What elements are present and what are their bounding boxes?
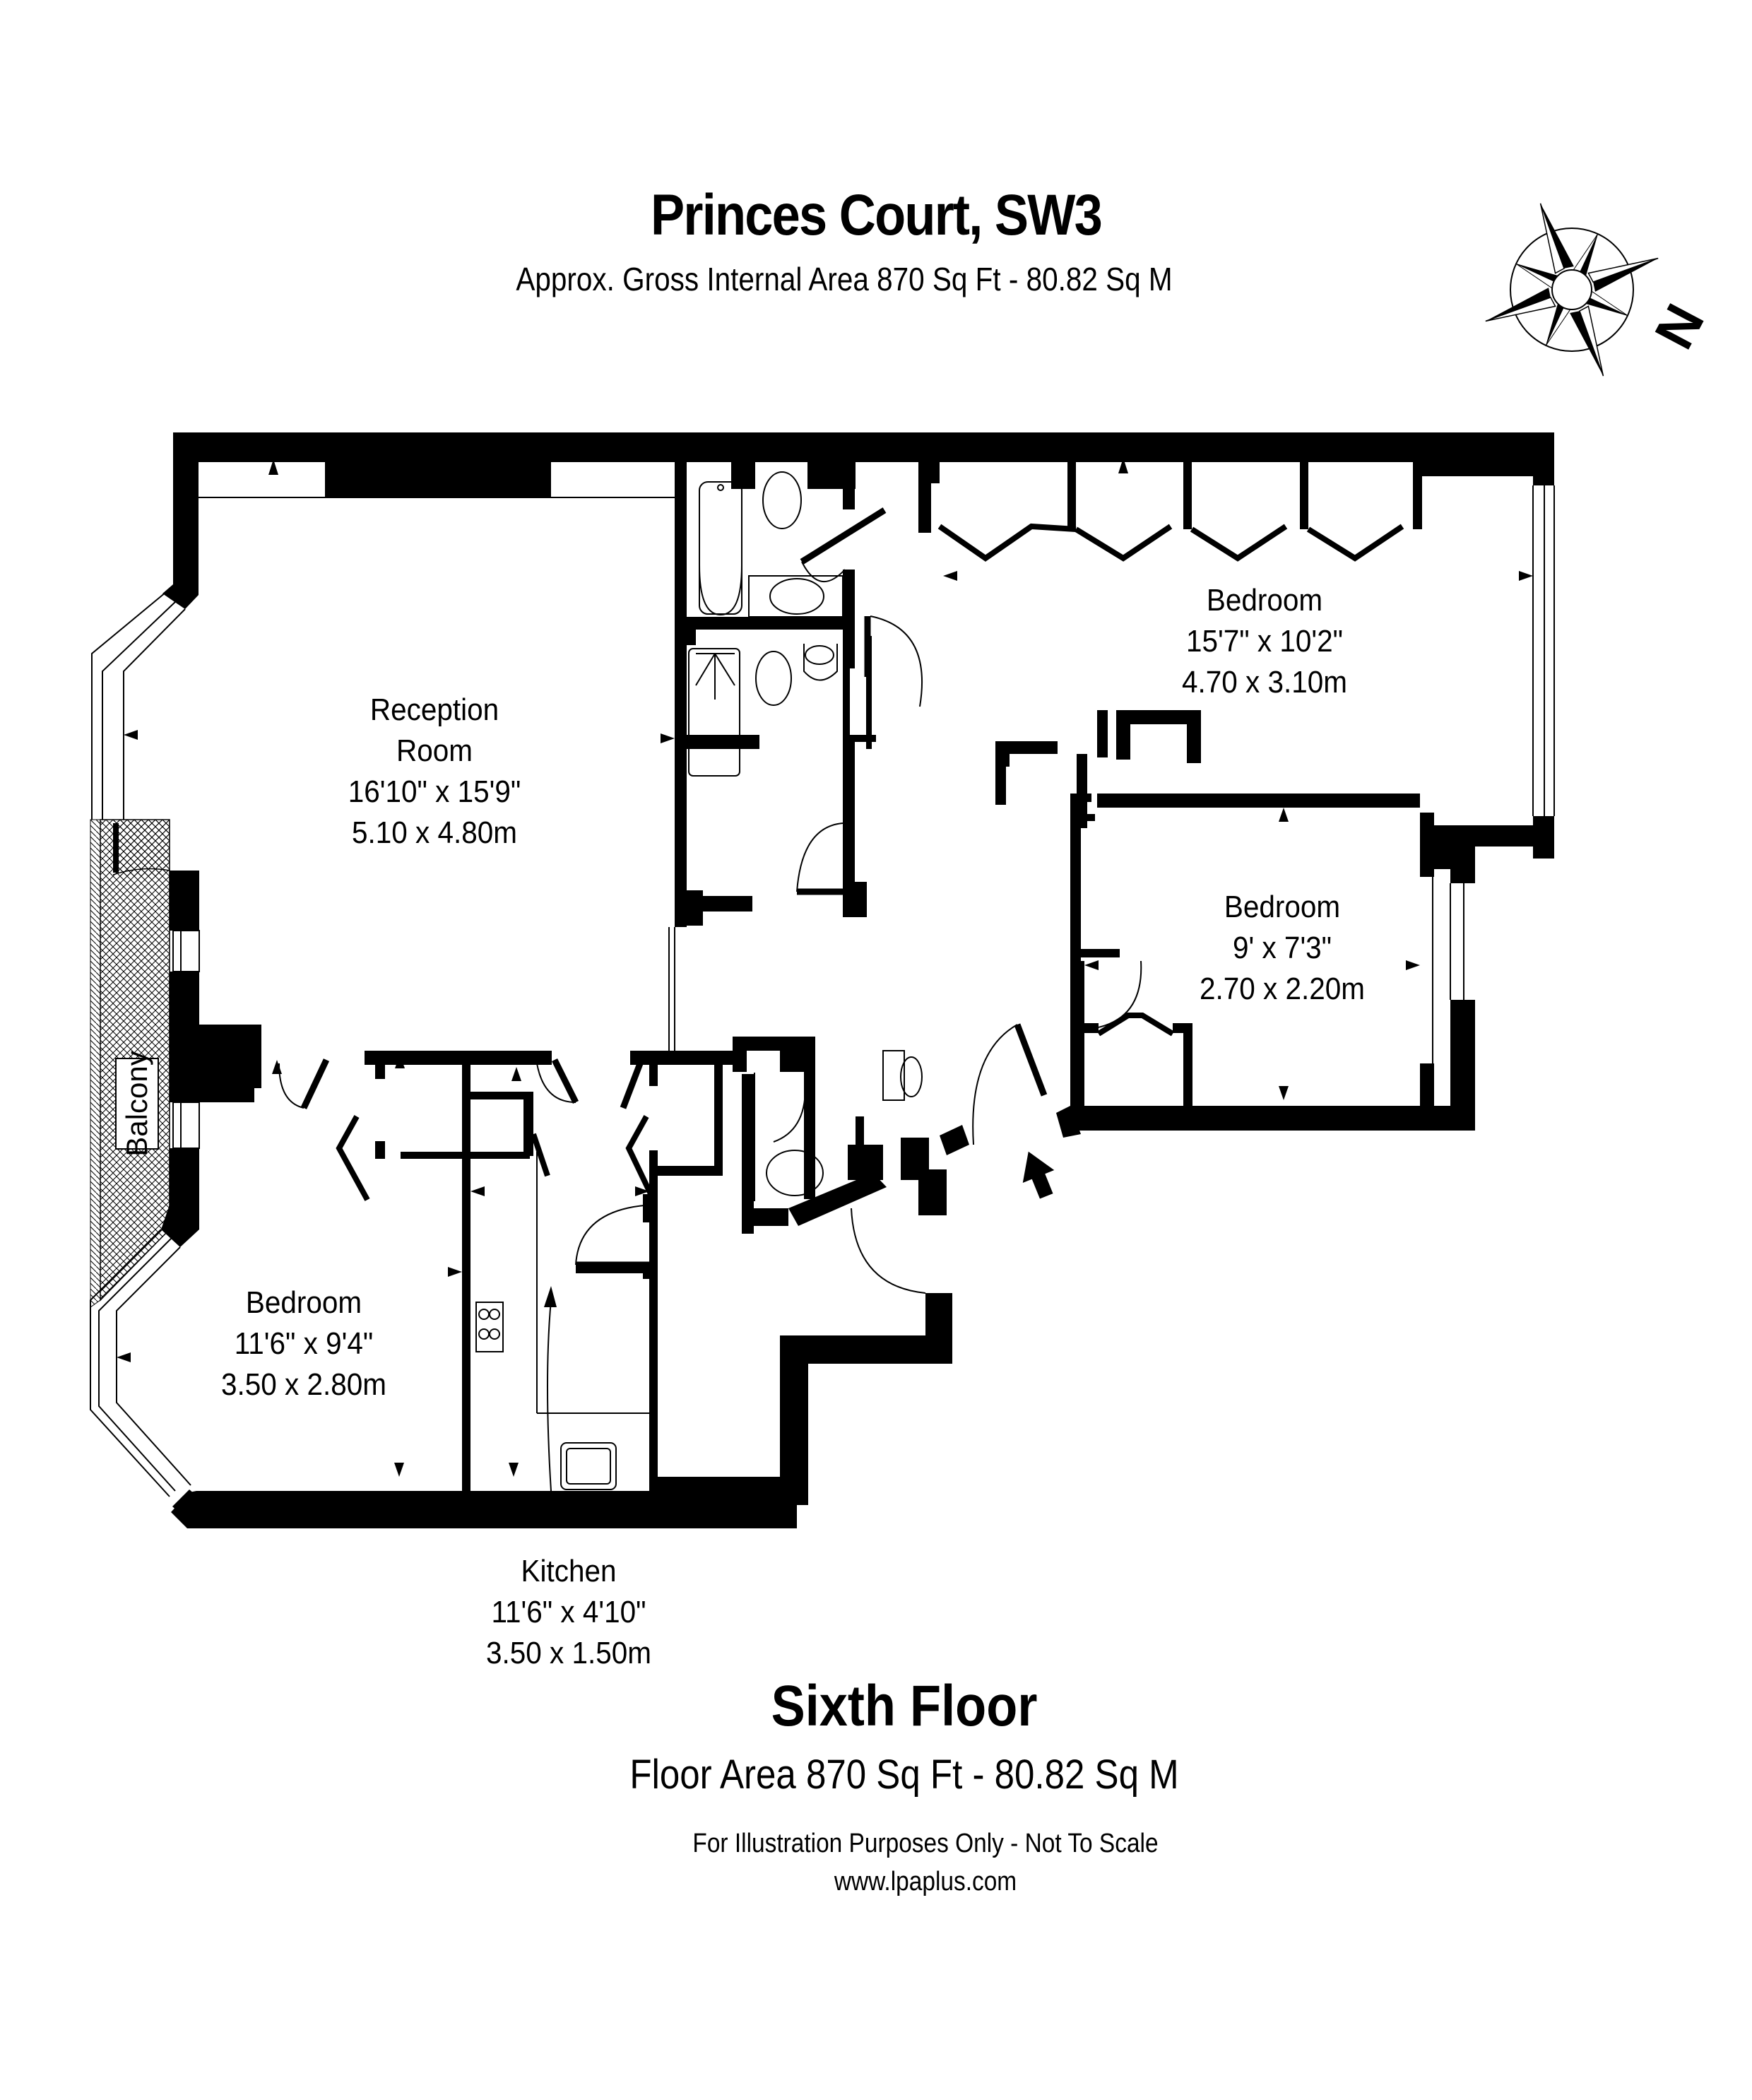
sanitaryware	[475, 471, 923, 1490]
wardrobe-doors	[336, 523, 1404, 1201]
property-title: Princes Court, SW3	[651, 183, 1103, 247]
disclaimer: For Illustration Purposes Only - Not To …	[692, 1829, 1159, 1858]
north-label: N	[1642, 294, 1716, 358]
room-label-bedroom-2: Bedroom 9' x 7'3" 2.70 x 2.20m	[1199, 890, 1366, 1006]
room-label-bedroom-1: Bedroom 15'7" x 10'2" 4.70 x 3.10m	[1181, 583, 1348, 700]
room-label-kitchen: Kitchen 11'6" x 4'10" 3.50 x 1.50m	[485, 1554, 652, 1670]
doors	[278, 507, 1142, 1294]
walls	[161, 432, 1554, 1528]
room-label-bedroom-3: Bedroom 11'6" x 9'4" 3.50 x 2.80m	[220, 1285, 387, 1402]
dimension-markers	[117, 458, 1533, 1477]
room-label-reception: Reception Room 16'10" x 15'9" 5.10 x 4.8…	[348, 692, 521, 850]
entrance-arrow-icon	[1022, 1151, 1055, 1199]
gross-internal-area: Approx. Gross Internal Area 870 Sq Ft - …	[516, 261, 1173, 297]
floor-name: Sixth Floor	[771, 1674, 1038, 1738]
balcony-label: Balcony	[115, 1051, 159, 1157]
website-link[interactable]: www.lpaplus.com	[834, 1867, 1017, 1897]
windows-and-lines	[90, 485, 1555, 1497]
compass-rose-icon	[1485, 203, 1659, 377]
floor-area: Floor Area 870 Sq Ft - 80.82 Sq M	[629, 1752, 1179, 1798]
